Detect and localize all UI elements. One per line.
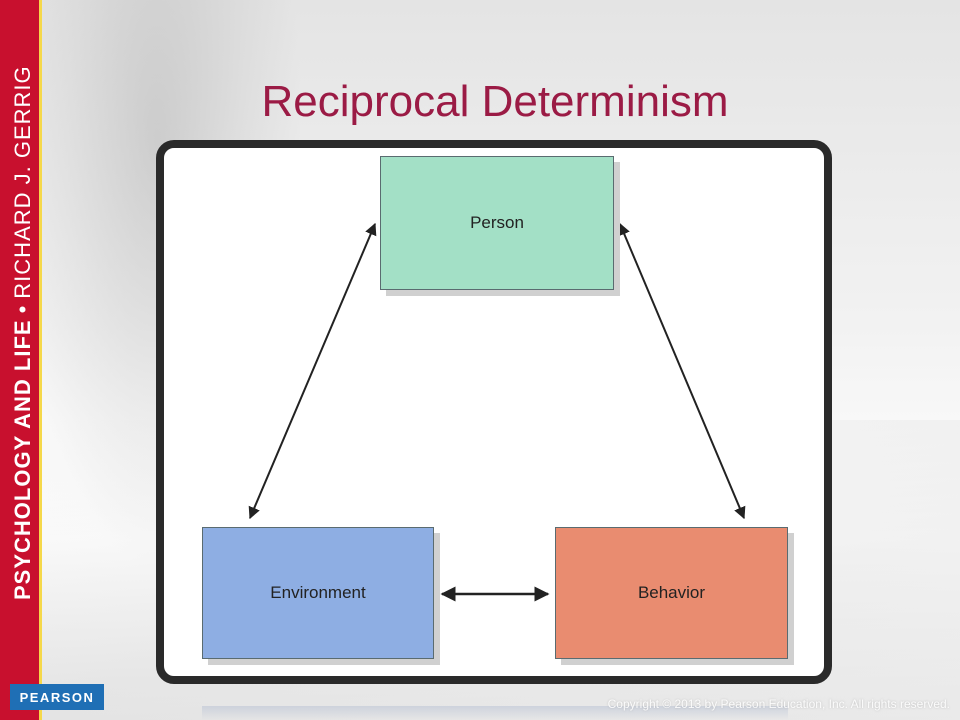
node-behavior-label: Behavior	[637, 583, 706, 602]
node-behavior: Behavior	[555, 527, 788, 659]
node-person-label: Person	[470, 213, 524, 232]
side-band	[0, 0, 42, 720]
diagram-reflection	[202, 706, 788, 720]
node-environment-label: Environment	[270, 583, 366, 602]
node-person: Person	[380, 156, 614, 290]
copyright-notice: Copyright © 2013 by Pearson Education, I…	[607, 697, 950, 711]
slide-title: Reciprocal Determinism	[261, 77, 729, 126]
pearson-logo: PEARSON	[10, 684, 104, 710]
edge-person-behavior	[618, 222, 746, 520]
node-environment: Environment	[202, 527, 434, 659]
edge-person-environment	[248, 222, 377, 520]
